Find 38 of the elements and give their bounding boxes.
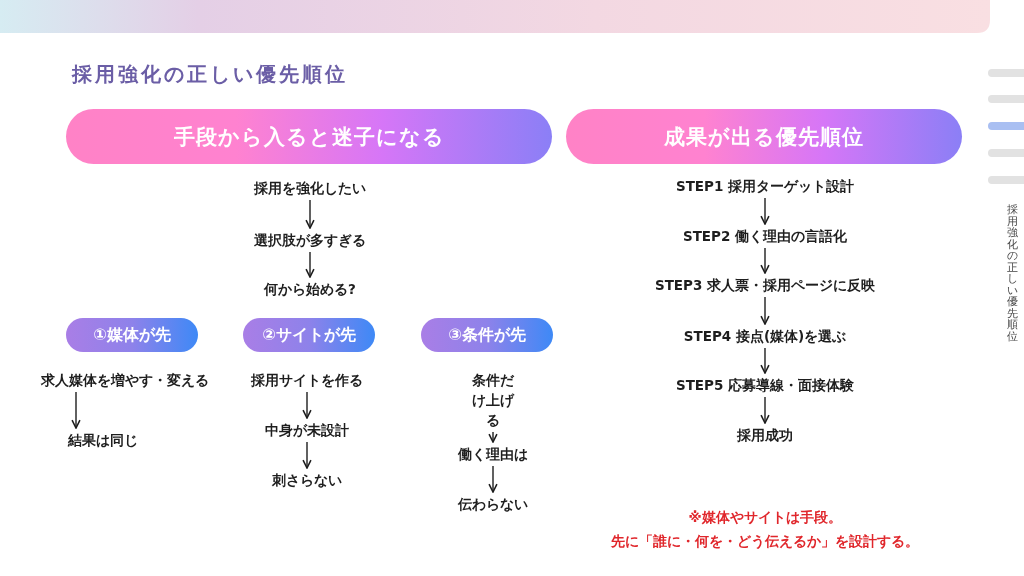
flow-step-text: 伝わらない bbox=[458, 494, 528, 514]
page-title: 採用強化の正しい優先順位 bbox=[72, 61, 348, 88]
down-arrow bbox=[760, 396, 770, 424]
down-arrow bbox=[760, 296, 770, 325]
down-arrow bbox=[302, 441, 312, 469]
flow-step-text: STEP5 応募導線・面接体験 bbox=[675, 375, 855, 395]
down-arrow bbox=[488, 465, 498, 493]
flow-step-text: 中身が未設計 bbox=[265, 420, 349, 440]
flow-step-text: 採用成功 bbox=[737, 425, 793, 445]
note-text: 先に「誰に・何を・どう伝えるか」を設計する。 bbox=[611, 532, 919, 551]
category-pill: ②サイトが先 bbox=[243, 318, 375, 352]
flow-step-text: STEP4 接点(媒体)を選ぶ bbox=[683, 326, 847, 346]
down-arrow bbox=[760, 347, 770, 374]
flow-step-text: 結果は同じ bbox=[68, 430, 138, 450]
flow-step-text: 求人媒体を増やす・変える bbox=[41, 370, 209, 390]
flow-step-text: 何から始める? bbox=[264, 279, 356, 299]
category-pill: ③条件が先 bbox=[421, 318, 553, 352]
flow-step-text: STEP2 働く理由の言語化 bbox=[682, 226, 848, 246]
flow-step-text: 採用サイトを作る bbox=[251, 370, 363, 390]
flow-step-text: STEP3 求人票・採用ページに反映 bbox=[654, 275, 876, 295]
flow-step-text: STEP1 採用ターゲット設計 bbox=[675, 176, 855, 196]
down-arrow bbox=[488, 431, 498, 443]
category-pill: ①媒体が先 bbox=[66, 318, 198, 352]
down-arrow bbox=[760, 197, 770, 225]
flow-step-text: 採用を強化したい bbox=[254, 178, 366, 198]
down-arrow bbox=[302, 391, 312, 419]
down-arrow bbox=[760, 247, 770, 274]
side-caption: 採用強化の正しい優先順位 bbox=[1007, 204, 1018, 343]
flow-step-text: 選択肢が多すぎる bbox=[254, 230, 366, 250]
flow-step-text: 刺さらない bbox=[272, 470, 342, 490]
flow-step-text: 条件だけ上げる bbox=[465, 370, 521, 430]
down-arrow bbox=[71, 391, 81, 429]
down-arrow bbox=[305, 251, 315, 278]
note-text: ※媒体やサイトは手段。 bbox=[688, 508, 842, 527]
section-header-pill: 手段から入ると迷子になる bbox=[66, 109, 552, 164]
down-arrow bbox=[305, 199, 315, 229]
section-header-pill: 成果が出る優先順位 bbox=[566, 109, 962, 164]
flow-step-text: 働く理由は bbox=[458, 444, 528, 464]
